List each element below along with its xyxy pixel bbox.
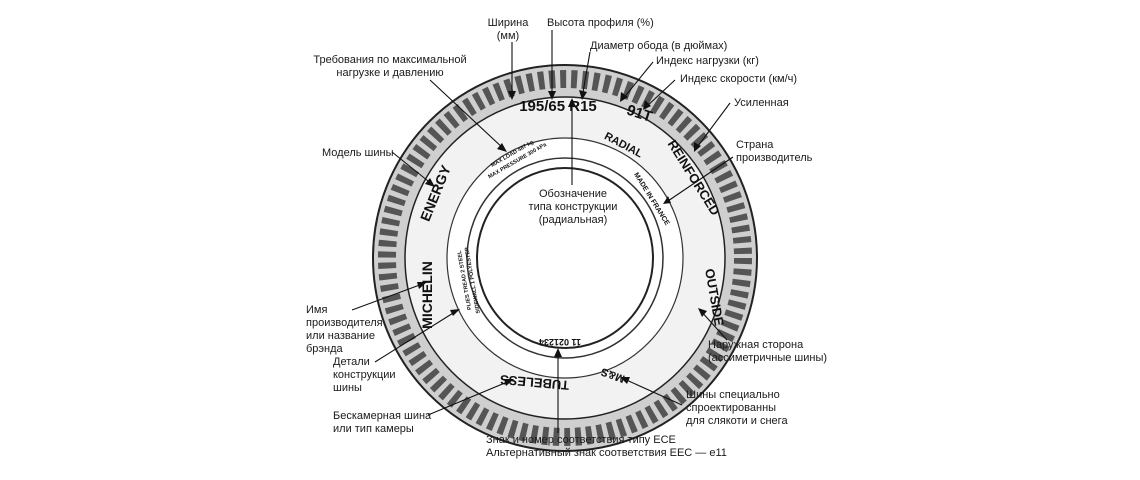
label-reinforced: Усиленная: [734, 97, 789, 109]
arrowhead-profile: [548, 91, 556, 100]
leader-details: [374, 309, 459, 363]
arrowhead-country: [663, 196, 671, 204]
arrowhead-width: [508, 91, 516, 100]
label-ece: Знак и номер соответствия типу ECE Альте…: [486, 434, 727, 459]
arrowhead-mud-snow: [620, 377, 630, 384]
leader-manufacturer: [351, 282, 426, 311]
leader-mud-snow: [621, 377, 683, 406]
arrowhead-rim: [579, 90, 587, 100]
leader-speed-index: [644, 79, 676, 109]
label-manufacturer: Имя производителя или название брэнда: [306, 304, 383, 355]
arrowhead-load-index: [620, 92, 628, 102]
label-load-pressure: Требования по максимальной нагрузке и да…: [313, 54, 467, 79]
leader-reinforced: [694, 102, 731, 151]
leader-load-pressure: [429, 79, 506, 151]
tread-pattern-band: [378, 70, 752, 446]
label-rim-diameter: Диаметр обода (в дюймах): [590, 40, 728, 52]
leader-tubeless: [427, 379, 513, 416]
label-load-index: Индекс нагрузки (кг): [656, 55, 759, 67]
label-model: Модель шины: [322, 147, 394, 159]
arrowhead-tubeless: [504, 379, 514, 386]
leader-arrowheads: [417, 90, 707, 386]
size-code-marking: 195/65 R15: [519, 98, 597, 115]
leader-outer-side: [699, 309, 728, 341]
arrowhead-speed-index: [643, 100, 651, 110]
label-width: Ширина (мм): [487, 17, 529, 42]
arrowhead-ece: [554, 348, 562, 357]
label-mud-snow: Шины специально спроектированны для сляк…: [686, 389, 788, 427]
arrowhead-details: [450, 309, 460, 316]
arrowhead-construction: [568, 98, 576, 107]
label-profile-height: Высота профиля (%): [547, 17, 654, 29]
label-tubeless: Бескамерная шина или тип камеры: [333, 410, 432, 435]
label-construction-type: Обозначение типа конструкции (радиальная…: [528, 188, 618, 226]
leader-load-index: [621, 61, 654, 101]
arrowhead-reinforced: [694, 142, 701, 152]
arrowhead-outer-side: [698, 308, 707, 317]
leader-model: [391, 151, 434, 186]
ece-code-marking: 11 021234: [539, 337, 581, 347]
leader-country: [664, 156, 734, 204]
leader-lines: [351, 30, 734, 433]
tubeless-marking: TUBELESS: [499, 372, 570, 393]
leader-rim: [581, 51, 591, 99]
arrowhead-load-pressure: [497, 143, 507, 152]
arrowhead-manufacturer: [417, 282, 427, 289]
label-speed-index: Индекс скорости (км/ч): [680, 73, 798, 85]
label-outer-side: Наружная сторона (ассиметричные шины): [708, 339, 828, 364]
label-country: Страна производитель: [736, 139, 813, 164]
brand-marking: MICHELIN: [419, 261, 435, 329]
rim-hole: [476, 167, 654, 349]
arrowhead-model: [425, 178, 435, 187]
label-construction-details: Детали конструкции шины: [333, 356, 396, 394]
